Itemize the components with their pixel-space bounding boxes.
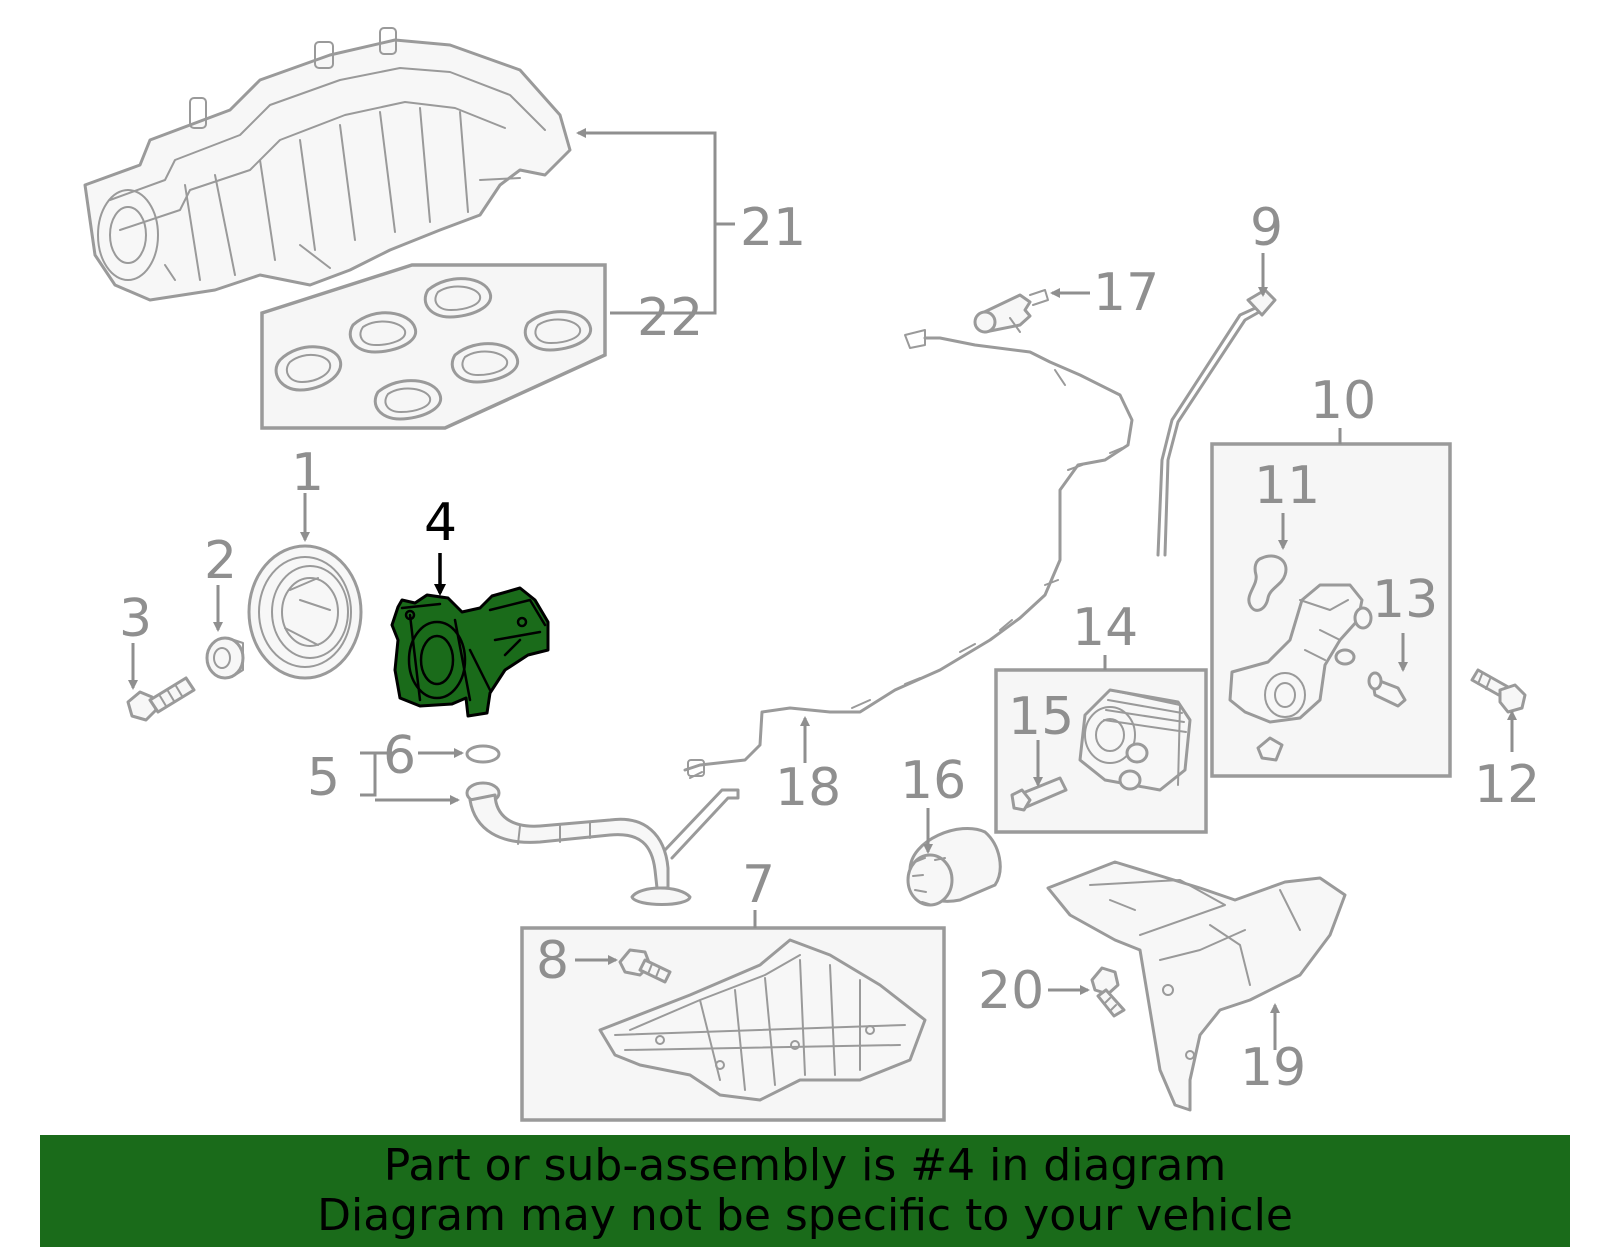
callout-18: 18 [775, 758, 841, 818]
callout-22: 22 [637, 288, 703, 348]
callout-14: 14 [1072, 598, 1138, 658]
oil-sensor-part[interactable] [1367, 671, 1407, 708]
callout-15: 15 [1008, 687, 1074, 747]
callout-17: 17 [1093, 263, 1159, 323]
callout-5: 5 [307, 748, 340, 808]
callout-6: 6 [383, 726, 416, 786]
callout-19: 19 [1240, 1038, 1306, 1098]
washer-part[interactable] [205, 636, 245, 680]
callout-9: 9 [1250, 198, 1283, 258]
oil-filter-part[interactable] [906, 826, 1002, 907]
crankshaft-pulley-part[interactable] [247, 544, 363, 680]
gasket-ring [274, 345, 343, 392]
cooler-bolt-part[interactable] [1010, 776, 1068, 812]
dipstick-part[interactable] [1156, 288, 1277, 557]
adapter-bolt-part[interactable] [1470, 668, 1527, 714]
callout-3: 3 [119, 589, 152, 649]
oil-pan-bolt-part[interactable] [618, 948, 672, 984]
highlighted-oil-pump-part[interactable] [390, 586, 550, 718]
oil-pressure-sensor-part[interactable] [973, 289, 1049, 334]
gasket-ring [523, 310, 593, 352]
intake-manifold-part[interactable] [83, 27, 572, 302]
o-ring-part[interactable] [465, 744, 501, 764]
oil-pan-part[interactable] [598, 938, 927, 1102]
callout-2: 2 [204, 531, 237, 591]
callout-4: 4 [424, 493, 457, 553]
shield-bolt-part[interactable] [1090, 966, 1126, 1018]
gasket-ring [450, 342, 520, 384]
callout-12: 12 [1474, 755, 1540, 815]
callout-16: 16 [900, 751, 966, 811]
splash-shield-part[interactable] [1046, 860, 1347, 1112]
callout-10: 10 [1310, 371, 1376, 431]
gasket-ring [423, 277, 493, 319]
banner-line-1: Part or sub-assembly is #4 in diagram [383, 1140, 1227, 1191]
callout-13: 13 [1372, 570, 1438, 630]
callout-1: 1 [291, 443, 324, 503]
adapter-gasket-part[interactable] [1247, 554, 1288, 612]
gasket-ring [348, 311, 418, 354]
sensor-harness-part[interactable] [683, 329, 1134, 779]
callout-7: 7 [742, 855, 775, 915]
callout-21: 21 [740, 198, 806, 258]
callout-20: 20 [978, 961, 1044, 1021]
oil-filter-adapter-part[interactable] [1228, 583, 1373, 762]
info-banner: Part or sub-assembly is #4 in diagram Di… [40, 1135, 1570, 1247]
intake-gasket-box[interactable] [260, 263, 607, 430]
callout-8: 8 [536, 931, 569, 991]
oil-cooler-part[interactable] [1078, 688, 1192, 792]
leader-5 [360, 751, 377, 797]
pulley-bolt-part[interactable] [126, 676, 196, 722]
gasket-ring [373, 379, 443, 421]
oil-pickup-tube-part[interactable] [465, 781, 740, 906]
callout-11: 11 [1254, 456, 1320, 516]
banner-line-2: Diagram may not be specific to your vehi… [317, 1190, 1293, 1241]
